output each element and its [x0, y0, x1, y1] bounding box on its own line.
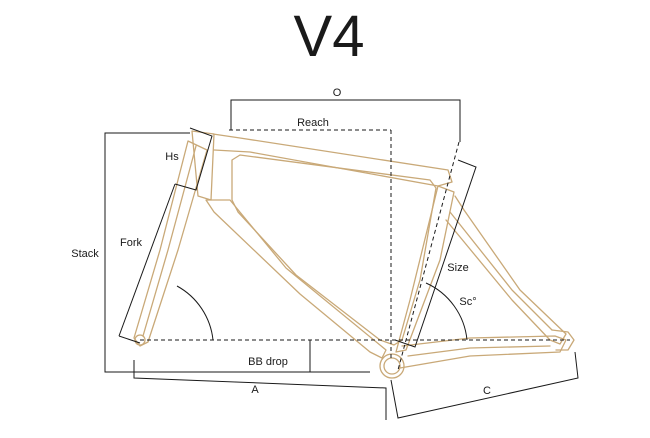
dimension-lines: [104, 99, 579, 420]
label-seat-angle: Sc°: [459, 296, 476, 308]
label-hs: Hs: [165, 151, 179, 163]
dimension-labels: O Reach Hs Stack Fork Size Sc° BB drop A…: [71, 87, 491, 397]
diagram-title: V4: [294, 4, 365, 69]
label-size: Size: [447, 262, 468, 274]
label-a: A: [251, 384, 259, 396]
label-bb-drop: BB drop: [248, 356, 288, 368]
label-fork: Fork: [120, 237, 143, 249]
label-o: O: [333, 87, 342, 99]
frame-outline: [133, 130, 575, 379]
label-c: C: [483, 385, 491, 397]
label-stack: Stack: [71, 248, 99, 260]
label-reach: Reach: [297, 117, 329, 129]
